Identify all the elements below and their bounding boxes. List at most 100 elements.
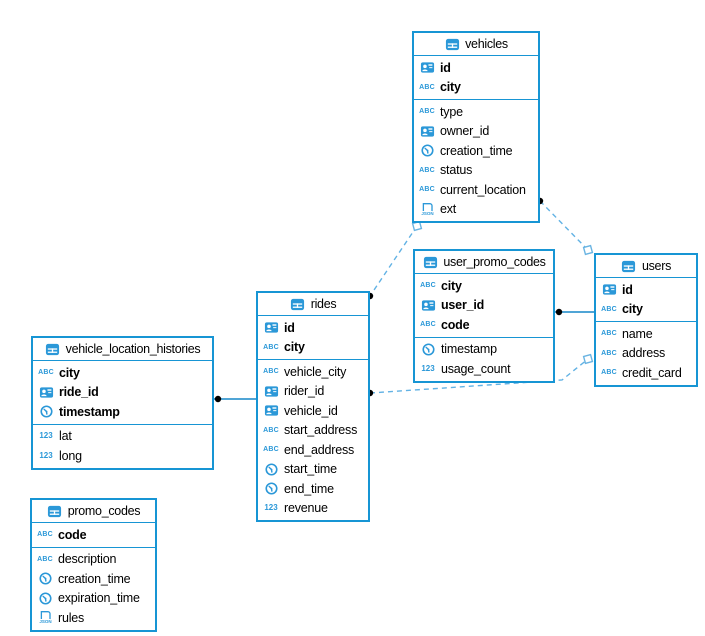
column-name: current_location	[440, 182, 526, 197]
column-row: user_id	[415, 296, 553, 316]
column-row: ABC code	[415, 315, 553, 335]
entity-title: vehicle_location_histories	[65, 342, 201, 356]
string-type-icon: ABC	[263, 426, 279, 434]
entity-header[interactable]: users	[596, 255, 696, 278]
column-row: ABC start_address	[258, 421, 368, 441]
table-icon	[444, 37, 460, 52]
relation-dot-endpoint	[214, 395, 222, 403]
string-type-icon: ABC	[420, 321, 436, 329]
relation-diamond-endpoint	[582, 353, 594, 365]
entity-title: user_promo_codes	[443, 255, 546, 269]
string-type-icon: ABC	[263, 343, 279, 351]
datetime-type-icon	[263, 462, 279, 477]
column-name: user_id	[441, 298, 485, 313]
datetime-type-icon	[37, 591, 53, 606]
column-name: rules	[58, 610, 85, 625]
relation-vehicle_location_histories-rides[interactable]	[214, 395, 256, 403]
entity-header[interactable]: user_promo_codes	[415, 251, 553, 274]
datetime-type-icon	[38, 404, 54, 419]
column-name: id	[440, 60, 451, 75]
datetime-type-icon	[420, 342, 436, 357]
entity-title: promo_codes	[67, 504, 141, 518]
column-row: start_time	[258, 460, 368, 480]
column-name: city	[440, 80, 461, 95]
column-name: owner_id	[440, 124, 490, 139]
column-row: end_time	[258, 479, 368, 499]
string-type-icon: ABC	[263, 446, 279, 454]
entity-header[interactable]: promo_codes	[32, 500, 155, 523]
column-row: creation_time	[414, 141, 538, 161]
column-row: ride_id	[33, 383, 212, 403]
numeric-type-icon: 123	[264, 503, 278, 513]
id-type-icon	[601, 282, 617, 297]
id-type-icon	[419, 60, 435, 75]
column-row: id	[414, 58, 538, 78]
string-type-icon: ABC	[601, 349, 617, 357]
column-row: ABC type	[414, 102, 538, 122]
string-type-icon: ABC	[601, 305, 617, 313]
relation-vehicles-users[interactable]	[536, 197, 594, 256]
entity-header[interactable]: vehicles	[414, 33, 538, 56]
relation-dot-endpoint	[555, 308, 563, 316]
column-row: ABC city	[258, 338, 368, 358]
id-type-icon	[263, 320, 279, 335]
id-type-icon	[420, 298, 436, 313]
column-name: city	[284, 340, 305, 355]
column-name: usage_count	[441, 361, 511, 376]
datetime-type-icon	[263, 481, 279, 496]
column-name: description	[58, 552, 117, 567]
id-type-icon	[38, 385, 54, 400]
table-icon	[422, 255, 438, 270]
column-name: type	[440, 104, 463, 119]
column-name: creation_time	[440, 143, 513, 158]
json-type-icon: JSON	[419, 202, 435, 217]
table-icon	[290, 297, 306, 312]
string-type-icon: ABC	[419, 108, 435, 116]
column-name: vehicle_id	[284, 403, 338, 418]
column-name: vehicle_city	[284, 364, 347, 379]
column-name: code	[58, 527, 87, 542]
numeric-type-icon: 123	[39, 431, 53, 441]
string-type-icon: ABC	[601, 330, 617, 338]
string-type-icon: ABC	[420, 282, 436, 290]
column-name: city	[622, 302, 643, 317]
entity-header[interactable]: rides	[258, 293, 368, 316]
svg-text:JSON: JSON	[421, 211, 433, 216]
relation-line	[369, 225, 418, 297]
column-name: start_address	[284, 423, 358, 438]
column-name: code	[441, 317, 470, 332]
column-row: creation_time	[32, 569, 155, 589]
relation-user_promo_codes-users[interactable]	[555, 308, 594, 316]
string-type-icon: ABC	[263, 368, 279, 376]
entity-title: vehicles	[465, 37, 508, 51]
string-type-icon: ABC	[37, 531, 53, 539]
entity-header[interactable]: vehicle_location_histories	[33, 338, 212, 361]
string-type-icon: ABC	[601, 369, 617, 377]
id-type-icon	[263, 384, 279, 399]
table-icon	[45, 342, 61, 357]
column-name: revenue	[284, 501, 328, 516]
datetime-type-icon	[37, 571, 53, 586]
column-name: lat	[59, 429, 72, 444]
